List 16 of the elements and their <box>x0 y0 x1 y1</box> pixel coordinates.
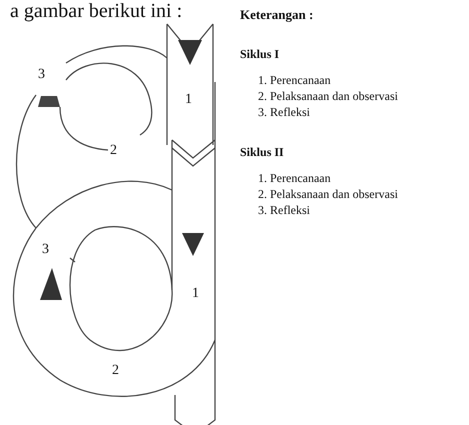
cycle-heading: Siklus I <box>240 48 280 62</box>
cycle-heading: Siklus II <box>240 146 284 160</box>
legend-heading: Keterangan : <box>240 8 314 22</box>
callout-number: 3 <box>42 242 49 258</box>
list-item: 2. Pelaksanaan dan observasi <box>258 188 398 202</box>
callout-number: 2 <box>110 143 117 158</box>
callout-number: 3 <box>38 67 45 82</box>
list-item: 2. Pelaksanaan dan observasi <box>258 90 398 104</box>
list-item: 3. Refleksi <box>258 204 310 218</box>
callout-number: 1 <box>192 286 199 302</box>
list-item: 3. Refleksi <box>258 106 310 120</box>
list-item: 1. Perencanaan <box>258 74 331 88</box>
list-item: 1. Perencanaan <box>258 172 331 186</box>
intro-text: a gambar berikut ini : <box>10 0 182 22</box>
callout-number: 2 <box>112 363 119 378</box>
callout-number: 1 <box>185 92 192 108</box>
